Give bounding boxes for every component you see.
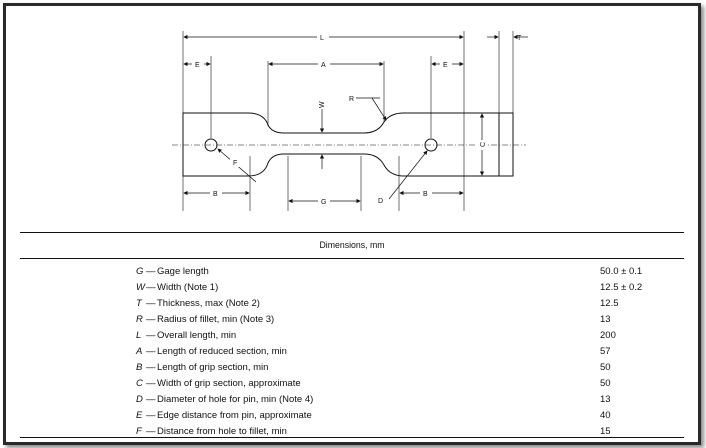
table-row: F — Distance from hole to fillet, min 15 [6,424,706,440]
row-symbol: G [136,266,144,277]
row-description: Width of grip section, approximate [157,378,301,389]
row-dash: — [146,394,156,405]
row-value: 13 [600,394,611,405]
label-G: G [321,199,326,206]
row-symbol: R [136,314,143,325]
row-description: Gage length [157,266,209,277]
row-description: Distance from hole to fillet, min [157,426,287,437]
row-symbol: C [136,378,143,389]
row-description: Width (Note 1) [157,282,219,293]
table-row: E — Edge distance from pin, approximate … [6,408,706,424]
row-value: 50 [600,378,611,389]
label-E-right: E [443,62,448,69]
leader-D [388,150,428,200]
figure-frame: L T E A E R W F C B G B D Dimensions, mm [3,3,701,445]
table-row: L — Overall length, min 200 [6,328,706,344]
table-row: G — Gage length 50.0 ± 0.1 [6,264,706,280]
pin-hole-right [424,138,438,152]
table-bottom-rule [20,437,684,438]
row-description: Edge distance from pin, approximate [157,410,312,421]
row-dash: — [146,426,156,437]
label-L: L [320,35,324,42]
row-value: 40 [600,410,611,421]
row-dash: — [146,346,156,357]
row-dash: — [146,410,156,421]
label-B-right: B [423,191,428,198]
row-value: 200 [600,330,616,341]
row-symbol: E [136,410,143,421]
row-symbol: A [136,346,143,357]
row-description: Overall length, min [157,330,237,341]
table-row: A — Length of reduced section, min 57 [6,344,706,360]
row-value: 12.5 [600,298,619,309]
label-E-left: E [195,62,200,69]
row-dash: — [146,330,156,341]
dimensions-table: G — Gage length 50.0 ± 0.1 W — Width (No… [6,264,706,440]
table-row: D — Diameter of hole for pin, min (Note … [6,392,706,408]
table-row: T — Thickness, max (Note 2) 12.5 [6,296,706,312]
row-dash: — [146,362,156,373]
table-row: B — Length of grip section, min 50 [6,360,706,376]
label-R: R [349,96,354,103]
thickness-side-view [498,112,514,177]
table-header-rule [20,258,684,259]
table-row: C — Width of grip section, approximate 5… [6,376,706,392]
row-symbol: T [136,298,142,309]
table-header: Dimensions, mm [319,240,385,251]
row-value: 50 [600,362,611,373]
row-value: 12.5 ± 0.2 [600,282,643,293]
row-description: Length of reduced section, min [157,346,287,357]
label-C: C [480,142,487,147]
row-dash: — [146,378,156,389]
row-value: 57 [600,346,611,357]
label-D: D [378,198,383,205]
row-value: 50.0 ± 0.1 [600,266,643,277]
table-row: W — Width (Note 1) 12.5 ± 0.2 [6,280,706,296]
label-A: A [321,62,326,69]
label-W: W [319,101,326,108]
table-row: R — Radius of fillet, min (Note 3) 13 [6,312,706,328]
leader-R-arrow [371,97,387,121]
row-value: 13 [600,314,611,325]
row-symbol: F [136,426,142,437]
row-symbol: L [136,330,142,341]
row-description: Diameter of hole for pin, min (Note 4) [157,394,314,405]
row-symbol: D [136,394,143,405]
row-dash: — [146,282,156,293]
row-dash: — [146,266,156,277]
row-symbol: W [136,282,145,293]
specimen-drawing: L T E A E R W F C B G B D [172,31,528,211]
pin-hole-left [204,138,218,152]
label-B-left: B [213,191,218,198]
row-description: Radius of fillet, min (Note 3) [157,314,275,325]
row-value: 15 [600,426,611,437]
row-dash: — [146,314,156,325]
table-top-rule [20,232,684,233]
row-dash: — [146,298,156,309]
label-T: T [517,35,522,42]
row-symbol: B [136,362,143,373]
row-description: Thickness, max (Note 2) [157,298,260,309]
label-F: F [233,160,237,167]
row-description: Length of grip section, min [157,362,269,373]
